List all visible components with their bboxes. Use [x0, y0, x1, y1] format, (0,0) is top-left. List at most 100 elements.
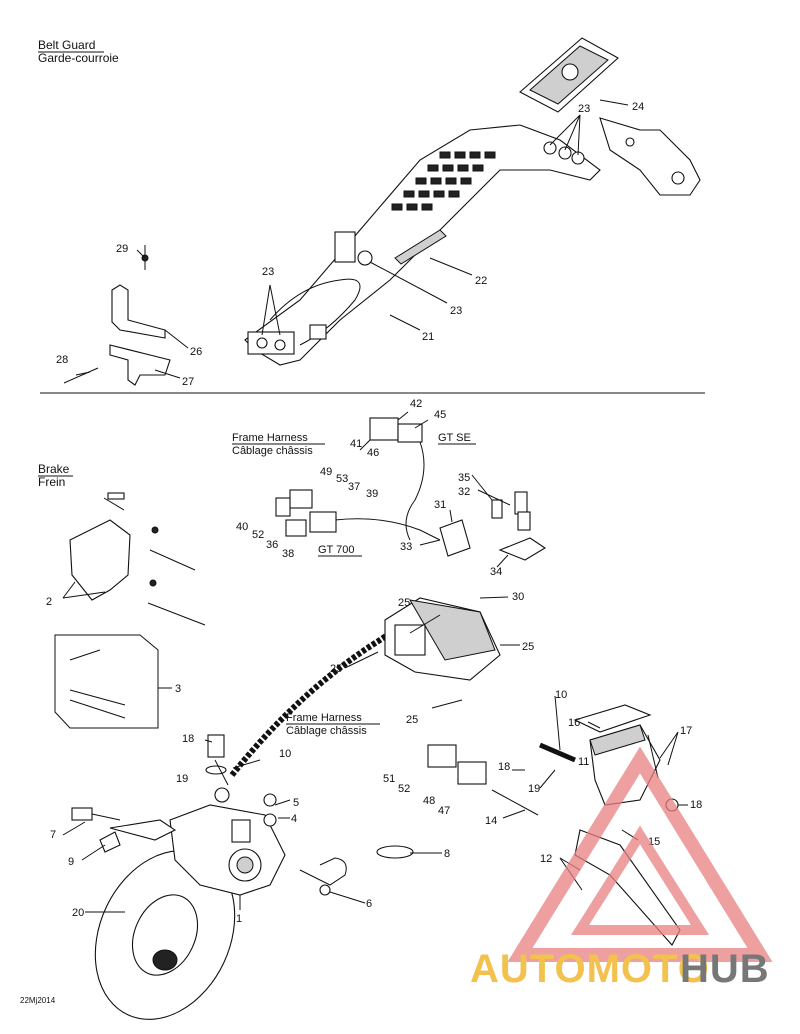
callout-21: 21 [422, 331, 434, 343]
callout-35: 33 [400, 541, 412, 553]
part-7-9-bolts [71, 807, 177, 853]
callout-42: 40 [236, 521, 248, 533]
callout-48: 46 [367, 447, 379, 459]
leader-lines [62, 99, 688, 913]
callout-30: 29 [116, 243, 128, 255]
callout-51: 49 [320, 466, 332, 478]
part-1-caliper [169, 804, 286, 896]
part-43-44-connector [369, 417, 423, 443]
part-2-bracket [69, 492, 206, 626]
gt-se-label: GT SE [438, 432, 471, 444]
callout-45: 47 [438, 805, 450, 817]
callout-46: 48 [423, 795, 435, 807]
gt-700-label: GT 700 [318, 544, 355, 556]
svg-text:Câblage châssis: Câblage châssis [232, 445, 313, 457]
harness-label-1: Frame Harness Câblage châssis [232, 432, 325, 457]
callout-13: 14 [485, 815, 497, 827]
part-20-brake-disc [94, 850, 236, 1020]
callout-10a: 10 [279, 748, 291, 760]
callout-43: 41 [350, 438, 362, 450]
part-18-19-banjo [205, 734, 230, 803]
callout-26: 25 [398, 597, 410, 609]
callout-52: 52 [252, 529, 264, 541]
callout-36: 34 [490, 566, 502, 578]
svg-text:Frame Harness: Frame Harness [286, 712, 362, 724]
belt-guard-title: Belt Guard [38, 38, 95, 52]
watermark-text-hub: HUB [680, 947, 770, 991]
callout-10b: 10 [555, 689, 567, 701]
svg-text:Câblage châssis: Câblage châssis [286, 725, 367, 737]
callout-31: 25 [522, 641, 534, 653]
part-36-switch [498, 537, 547, 561]
callout-9: 9 [68, 856, 74, 868]
callout-23b: 23 [450, 305, 462, 317]
callout-47: 45 [434, 409, 446, 421]
callout-37: 35 [458, 472, 470, 484]
part-8-tie [376, 845, 430, 859]
callout-19b: 19 [528, 783, 540, 795]
callout-12: 12 [540, 853, 552, 865]
brake-title: Brake [38, 462, 70, 476]
callout-40: 38 [282, 548, 294, 560]
callout-11: 11 [578, 756, 589, 768]
callout-20: 20 [72, 907, 84, 919]
callout-25a: 25 [330, 663, 342, 675]
callout-2: 2 [46, 596, 52, 608]
part-22-label [394, 229, 447, 265]
part-27-28-bracket [63, 245, 171, 386]
callout-24: 24 [632, 101, 644, 113]
watermark: AUTOMOTO HUB [470, 746, 773, 991]
callout-17: 18 [690, 799, 702, 811]
callout-15: 16 [568, 717, 580, 729]
watermark-text-auto: AUTOMOTO [470, 947, 710, 991]
part-24-decal-plate [519, 37, 619, 113]
harness-wire-2 [334, 518, 441, 541]
part-51-53-connectors [275, 489, 337, 537]
part-6-sensor [299, 857, 347, 896]
callout-19a: 19 [176, 773, 188, 785]
callout-28: 27 [182, 376, 194, 388]
callout-41: 39 [366, 488, 378, 500]
callout-38: 36 [266, 539, 278, 551]
callout-4: 4 [291, 813, 297, 825]
part-3-kit [54, 634, 159, 729]
part-26-31-housing [384, 597, 501, 681]
callout-16: 17 [680, 725, 692, 737]
callout-18b: 18 [498, 761, 510, 773]
callout-27: 26 [190, 346, 202, 358]
callout-22: 22 [475, 275, 487, 287]
callout-39: 37 [348, 481, 360, 493]
svg-text:Frame Harness: Frame Harness [232, 432, 308, 444]
warning-triangle-icon [507, 746, 773, 962]
part-5-bleeder [263, 793, 277, 807]
callout-34: 32 [458, 486, 470, 498]
belt-guard-vents [391, 151, 496, 211]
callout-49: 51 [383, 773, 395, 785]
part-16-screw [647, 734, 659, 779]
part-23-clips [247, 141, 585, 355]
brake-title-fr: Frein [38, 475, 65, 489]
harness-wire-1 [405, 441, 425, 541]
callout-53: 53 [336, 473, 348, 485]
diagram-code: 22Mj2014 [20, 996, 56, 1005]
callout-23c: 23 [262, 266, 274, 278]
callout-labels: 24 23 22 23 23 21 29 26 27 28 42 45 41 4… [46, 101, 702, 925]
callout-5: 5 [293, 797, 299, 809]
callout-18a: 18 [182, 733, 194, 745]
part-13-brake-switch [491, 789, 539, 816]
part-33-module [439, 519, 471, 557]
callout-25b: 25 [406, 714, 418, 726]
callout-8: 8 [444, 848, 450, 860]
part-46-50-connector [427, 744, 487, 785]
callout-3: 3 [175, 683, 181, 695]
part-10-brake-hose [229, 627, 397, 777]
part-34-37-clips [491, 491, 531, 531]
part-4-cap [263, 813, 277, 827]
part-bracket-right [599, 117, 701, 196]
belt-guard-title-fr: Garde-courroie [38, 51, 119, 65]
callout-50: 52 [398, 783, 410, 795]
callout-23a: 23 [578, 103, 590, 115]
callout-7: 7 [50, 829, 56, 841]
